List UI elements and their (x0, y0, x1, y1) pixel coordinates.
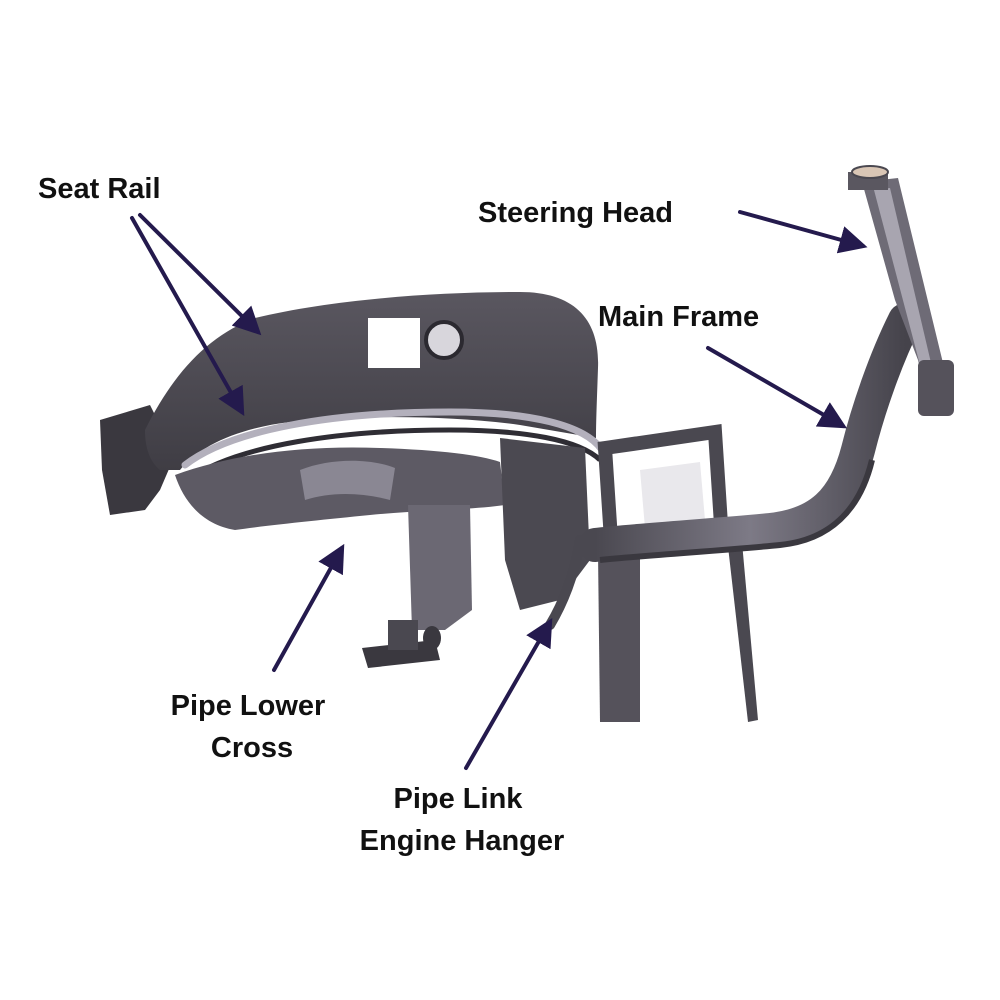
engine-hanger-pipe (545, 535, 585, 630)
foot-block (388, 620, 418, 650)
seat-rail-highlight (181, 408, 606, 469)
label-pipe-link-engine-hanger: Pipe Link Engine Hanger (360, 783, 565, 857)
main-frame-tube (578, 303, 922, 562)
seat-rail-inner-edge (188, 427, 602, 481)
seat-rail-arrow-upper (138, 213, 262, 336)
centre-plate (500, 438, 590, 610)
support-leg (408, 505, 472, 630)
steering-head-highlight (874, 188, 935, 384)
label-pipe-lower-cross-line1: Pipe Lower (171, 690, 326, 722)
label-steering-head: Steering Head (478, 197, 673, 229)
pipe-lower-cross-arrow (272, 543, 345, 672)
pipe-lower-cross-tube (300, 460, 395, 500)
label-main-frame: Main Frame (598, 301, 759, 333)
frame-illustration (100, 165, 954, 722)
foot-bracket (362, 640, 440, 668)
pipe-link-engine-hanger-arrow (464, 617, 553, 770)
steering-head-clamp (918, 360, 954, 416)
steering-head-top (851, 165, 889, 179)
seat-rail-arrow-lower (130, 216, 245, 417)
label-pipe-lower-cross-line2: Cross (211, 732, 293, 764)
square-cutout (368, 318, 420, 368)
main-frame-arrow (706, 346, 848, 429)
leader-arrows (130, 210, 868, 770)
seat-rail-body (145, 292, 599, 470)
label-pipe-link-line1: Pipe Link (394, 783, 524, 815)
foot-bolt (423, 626, 441, 650)
round-hole (424, 320, 464, 360)
label-seat-rail: Seat Rail (38, 173, 161, 205)
label-pipe-lower-cross: Pipe Lower Cross (171, 690, 334, 764)
steering-head-arrow (738, 210, 868, 254)
front-leg-right (725, 520, 758, 722)
floor-frame-slat (640, 462, 705, 528)
main-frame-tube-shade (599, 459, 875, 563)
label-pipe-link-line2: Engine Hanger (360, 825, 565, 857)
labels: Seat Rail Steering Head Main Frame Pipe … (38, 173, 759, 857)
front-leg-left (598, 548, 640, 722)
